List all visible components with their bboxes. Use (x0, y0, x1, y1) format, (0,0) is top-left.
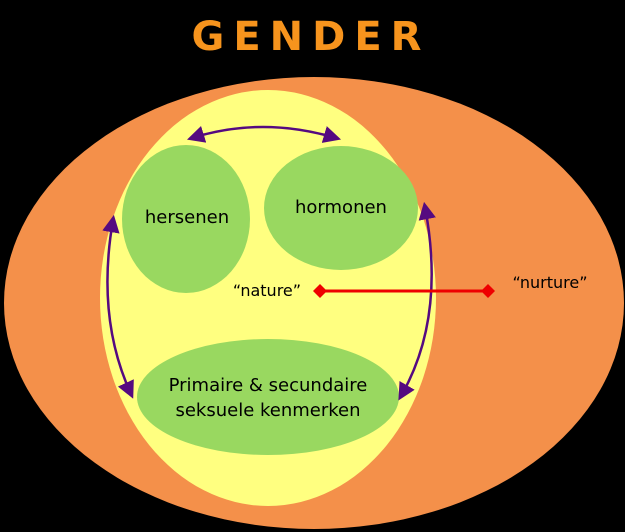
node-hormones-label: hormonen (295, 197, 387, 218)
node-characteristics (137, 339, 399, 455)
diagram-title: GENDER (192, 14, 431, 60)
arrow-hormones-characteristics (398, 201, 436, 401)
node-characteristics-label-line2: seksuele kenmerken (175, 400, 360, 421)
node-characteristics-label-line1: Primaire & secundaire (169, 375, 368, 396)
node-brain-label: hersenen (145, 207, 229, 228)
node-hormones (264, 146, 418, 270)
nature-endpoint-marker (313, 284, 327, 298)
arrow-brain-characteristics (102, 214, 134, 399)
nurture-label: “nurture” (512, 273, 587, 292)
arrow-brain-hormones (186, 125, 342, 143)
nurture-endpoint-marker (481, 284, 495, 298)
nature-label: “nature” (233, 281, 301, 300)
node-brain (122, 145, 250, 293)
